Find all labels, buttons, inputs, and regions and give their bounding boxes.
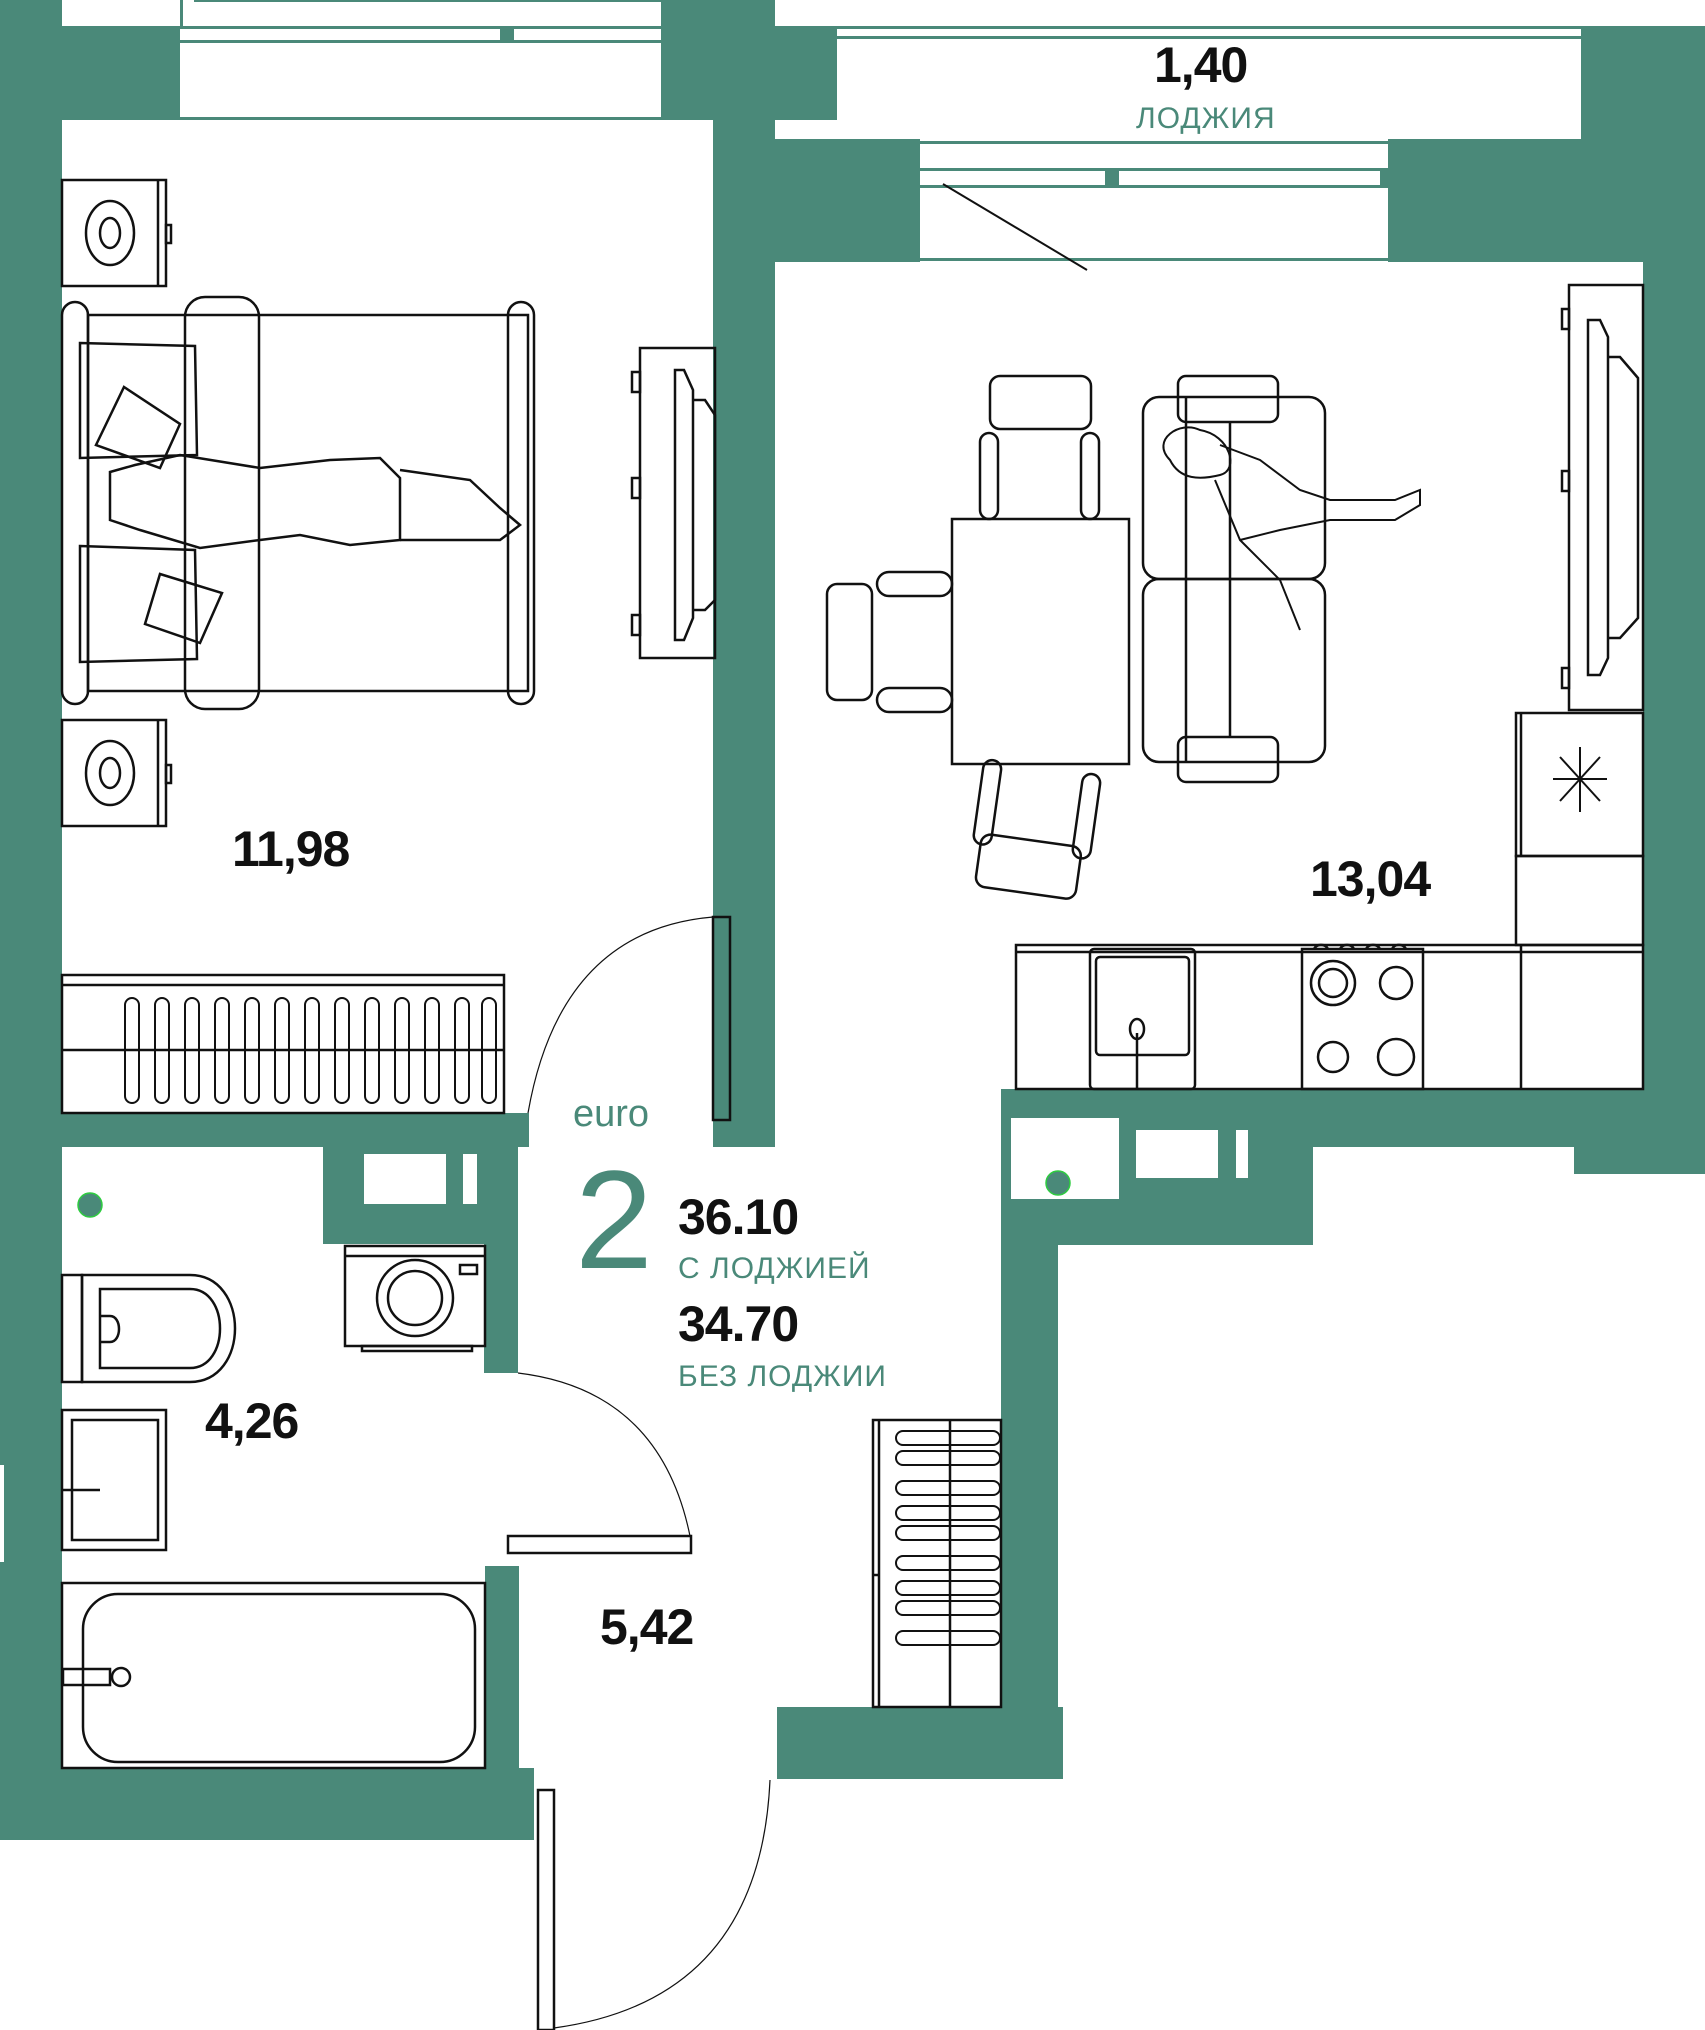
bathroom-door <box>506 1372 693 1555</box>
total-area-with-loggia: 36.10 <box>678 1189 799 1245</box>
toilet <box>60 1273 237 1384</box>
hallway-area: 5,42 <box>600 1599 694 1655</box>
bedroom-tv-console <box>630 346 717 660</box>
sofa <box>1141 374 1421 784</box>
total-area-with-loggia-caption: С ЛОДЖИЕЙ <box>678 1252 871 1285</box>
dining-table <box>950 517 1131 766</box>
utility-dots <box>77 1170 1071 1218</box>
loggia-area: 1,40 <box>1154 37 1248 93</box>
dining-chair-bottom <box>972 758 1102 900</box>
washing-machine <box>343 1244 487 1353</box>
washbasin <box>60 1408 168 1552</box>
bathroom-area: 4,26 <box>205 1393 299 1449</box>
balcony-door-swing <box>942 183 1088 271</box>
total-area-without-loggia: 34.70 <box>678 1296 799 1352</box>
kitchen-sink <box>1088 947 1197 1091</box>
hallway-wardrobe <box>871 1418 1003 1709</box>
dining-chair-top <box>978 374 1101 521</box>
loggia-caption: ЛОДЖИЯ <box>1136 102 1276 135</box>
bedroom-radiator <box>60 973 506 1115</box>
nightstand-bottom <box>60 718 173 828</box>
kitchen-stove <box>1300 943 1425 1091</box>
format-label: euro <box>573 1093 650 1135</box>
fridge-snowflake-icon <box>1553 747 1607 812</box>
dining-chair-left <box>825 570 954 714</box>
living-tv-console <box>1560 283 1645 712</box>
bathtub <box>60 1581 487 1770</box>
bedroom-area: 11,98 <box>232 821 350 877</box>
entrance-door <box>536 1779 771 2030</box>
kitchen-living-area: 13,04 <box>1310 851 1431 907</box>
rooms-count: 2 <box>575 1141 653 1298</box>
nightstand-top <box>60 178 173 288</box>
total-area-without-loggia-caption: БЕЗ ЛОДЖИИ <box>678 1360 887 1393</box>
double-bed <box>60 295 536 711</box>
bedroom-door <box>527 915 732 1122</box>
